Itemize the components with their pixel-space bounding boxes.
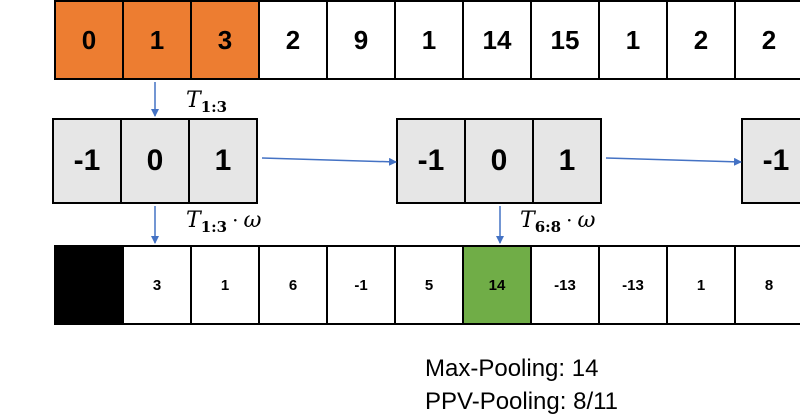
kernel-cell: 1 — [532, 118, 602, 204]
kernel-position-3: -1 — [741, 118, 800, 204]
label-t1-3: T1:3 — [186, 88, 227, 116]
label-t1-3-omega: T1:3·ω — [186, 208, 261, 236]
label-t1-3-omega-symbol: ω — [243, 208, 262, 233]
kernel-cell: -1 — [741, 118, 800, 204]
label-t6-8-omega-dot: · — [566, 208, 573, 232]
output-cell: 3 — [122, 245, 192, 325]
input-cell: 0 — [54, 0, 124, 80]
input-cell: 9 — [326, 0, 396, 80]
label-t1-3-omega-dot: · — [232, 208, 239, 232]
label-t6-8-omega-sub: 6:8 — [534, 218, 562, 236]
max-pooling-result: Max-Pooling: 14 — [425, 355, 599, 382]
input-cell: 14 — [462, 0, 532, 80]
label-t6-8-omega-symbol: ω — [577, 208, 596, 233]
label-t1-3-sub: 1:3 — [200, 98, 228, 116]
kernel-position-1: -1 0 1 — [52, 118, 258, 204]
output-cell-max: 14 — [462, 245, 532, 325]
output-cell: 6 — [258, 245, 328, 325]
label-t1-3-omega-base: T — [186, 208, 201, 233]
label-t1-3-base: T — [186, 88, 201, 113]
label-t6-8-omega: T6:8·ω — [520, 208, 595, 236]
kernel-cell: -1 — [52, 118, 122, 204]
arrow-kernel-slide-2 — [605, 157, 742, 166]
output-cell: -1 — [326, 245, 396, 325]
input-cell: 2 — [734, 0, 800, 80]
arrow-kernel-slide-1 — [261, 157, 397, 166]
output-cell: 1 — [190, 245, 260, 325]
input-cell: 1 — [598, 0, 668, 80]
kernel-cell: 1 — [188, 118, 258, 204]
convolution-output-row: 3 1 6 -1 5 14 -13 -13 1 8 — [54, 245, 800, 325]
label-t1-3-omega-sub: 1:3 — [200, 218, 228, 236]
kernel-position-2: -1 0 1 — [396, 118, 602, 204]
input-cell: 3 — [190, 0, 260, 80]
input-cell: 1 — [122, 0, 192, 80]
input-sequence-row: 0 1 3 2 9 1 14 15 1 2 2 — [54, 0, 800, 80]
label-t6-8-omega-base: T — [520, 208, 535, 233]
output-cell: 8 — [734, 245, 800, 325]
output-cell-masked — [54, 245, 124, 325]
kernel-cell: -1 — [396, 118, 466, 204]
kernel-cell: 0 — [464, 118, 534, 204]
ppv-pooling-result: PPV-Pooling: 8/11 — [425, 388, 619, 415]
